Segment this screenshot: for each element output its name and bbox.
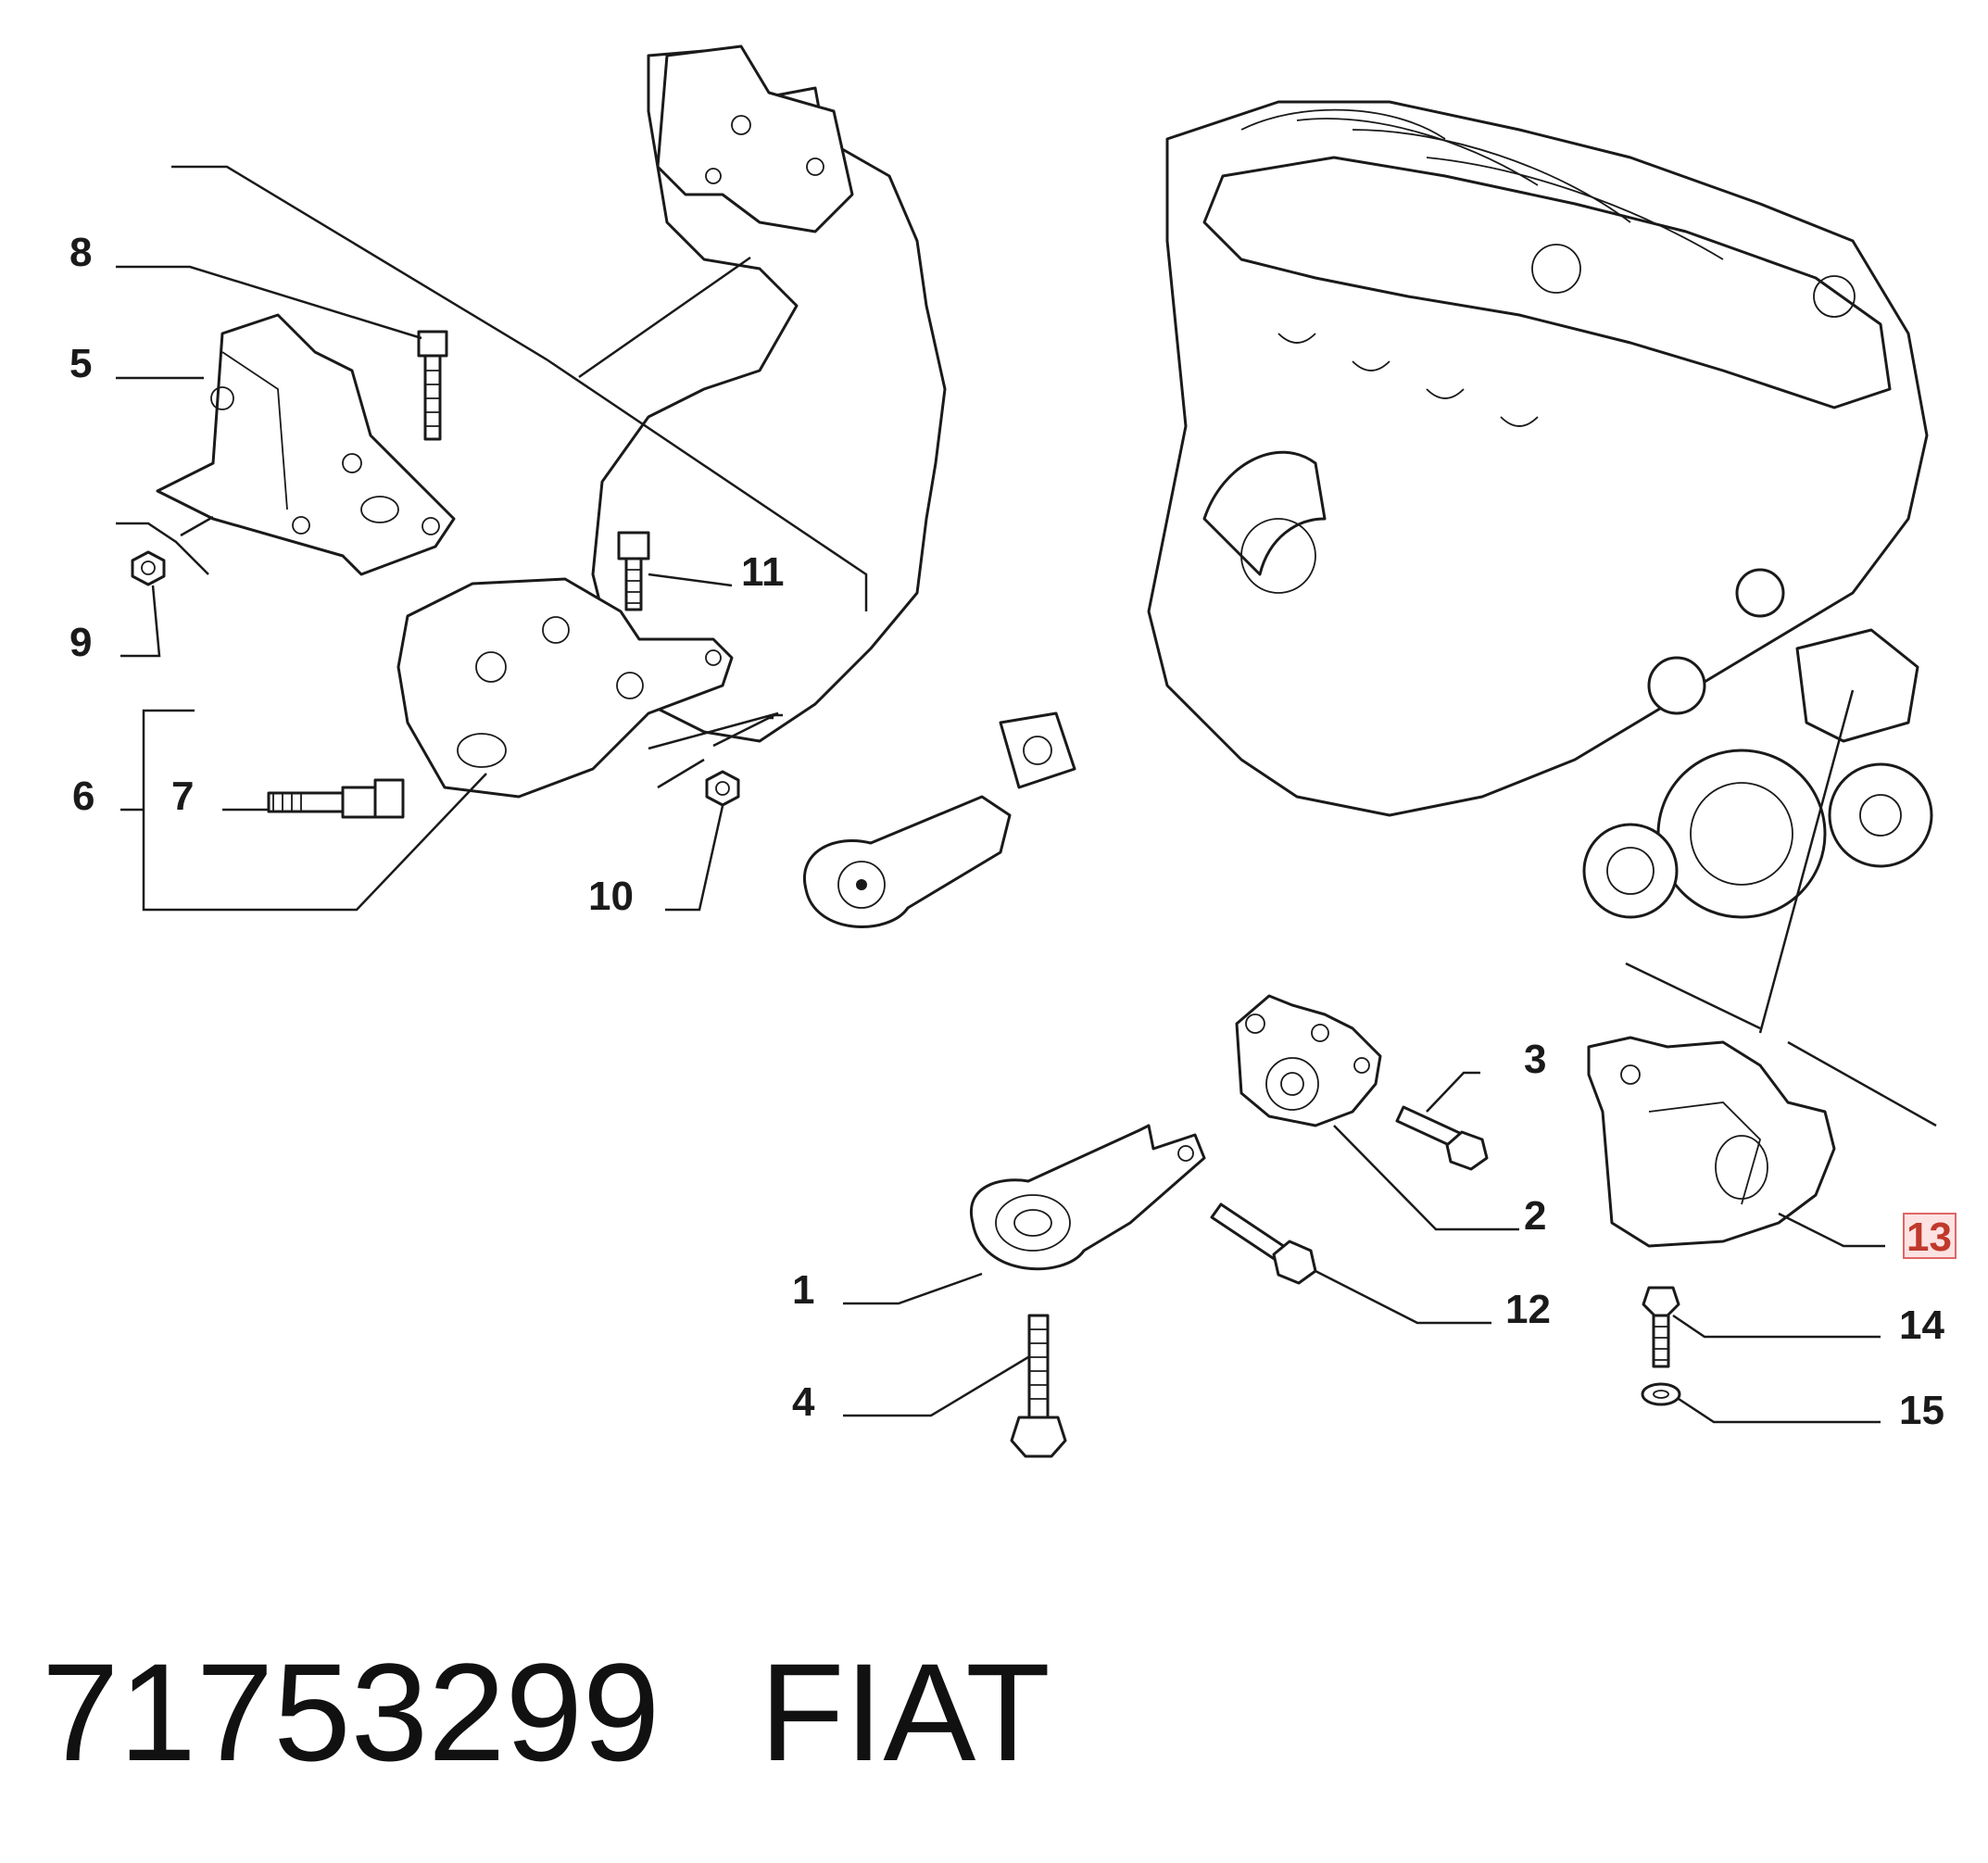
callout-5: 5	[69, 341, 92, 386]
callout-13-highlight	[1903, 1213, 1957, 1259]
callout-labels: 8 5 9 6 7 11 10 3 2 1 12 4 13 14 15	[69, 230, 1957, 1433]
part-1-torque-rod	[969, 1124, 1206, 1271]
part-3-bolt	[1395, 1105, 1489, 1171]
part-6-gearbox-bracket	[396, 577, 734, 799]
part-12-bolt	[1210, 1202, 1317, 1285]
callout-9: 9	[69, 620, 92, 665]
footer: 71753299 FIAT	[42, 1634, 1051, 1790]
part-14-bolt	[1642, 1286, 1680, 1368]
part-9-nut	[131, 550, 166, 586]
callout-4: 4	[792, 1379, 815, 1425]
callout-7: 7	[171, 774, 194, 819]
callout-3: 3	[1524, 1037, 1546, 1082]
callout-8: 8	[69, 230, 92, 275]
callout-11: 11	[741, 549, 785, 595]
callout-13[interactable]: 13	[1906, 1215, 1952, 1260]
callout-15: 15	[1899, 1388, 1944, 1433]
brand-name: FIAT	[760, 1634, 1051, 1790]
part-2-bracket	[1235, 994, 1382, 1127]
callout-1: 1	[792, 1267, 814, 1313]
part-5-mount-bracket	[156, 313, 456, 576]
part-number: 71753299	[42, 1634, 660, 1790]
engine-assembly-illustration	[591, 44, 1933, 928]
part-7-stud	[267, 778, 405, 819]
part-15-washer	[1641, 1382, 1681, 1406]
callout-14: 14	[1899, 1303, 1944, 1348]
callout-12: 12	[1505, 1287, 1551, 1332]
part-11-bolt	[617, 531, 650, 611]
callout-2: 2	[1524, 1193, 1546, 1239]
part-13-engine-mount	[1587, 1036, 1836, 1248]
callout-6: 6	[72, 774, 94, 819]
callout-10: 10	[588, 874, 634, 919]
part-8-bolt	[417, 330, 448, 441]
part-10-nut	[705, 770, 740, 807]
part-4-bolt	[1010, 1314, 1067, 1458]
leader-lines	[116, 165, 1937, 1424]
